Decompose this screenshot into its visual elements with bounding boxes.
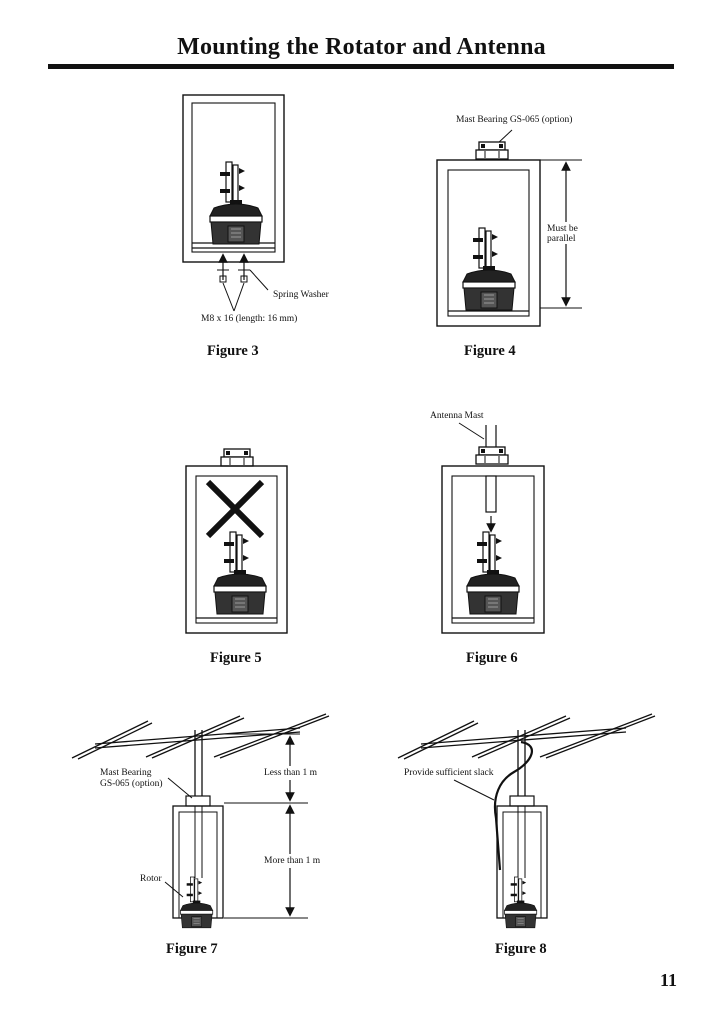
figure-7-caption: Figure 7 bbox=[166, 941, 218, 957]
page-title: Mounting the Rotator and Antenna bbox=[177, 34, 546, 60]
figure-3-drawing bbox=[182, 94, 285, 312]
mast-bearing-label: Mast Bearing GS-065 (option) bbox=[456, 115, 573, 125]
figure-6-caption: Figure 6 bbox=[466, 650, 518, 666]
figure-3-caption: Figure 3 bbox=[207, 343, 259, 359]
figure-5-drawing bbox=[185, 448, 288, 634]
bolt-size-label: M8 x 16 (length: 16 mm) bbox=[201, 314, 298, 324]
less-than-1m-label: Less than 1 m bbox=[264, 768, 318, 778]
sufficient-slack-label: Provide sufficient slack bbox=[404, 768, 494, 778]
figure-5-caption: Figure 5 bbox=[210, 650, 262, 666]
mast-bearing-label-2: GS-065 (option) bbox=[100, 779, 163, 789]
mast-bearing-label-1: Mast Bearing bbox=[100, 768, 152, 778]
figure-7-drawing bbox=[71, 713, 332, 929]
more-than-1m-label: More than 1 m bbox=[264, 856, 321, 866]
figure-8-drawing bbox=[397, 713, 656, 929]
title-rule bbox=[48, 64, 674, 69]
figure-4-drawing bbox=[436, 129, 586, 327]
antenna-mast-label: Antenna Mast bbox=[430, 411, 484, 421]
figure-8-caption: Figure 8 bbox=[495, 941, 547, 957]
spring-washer-label: Spring Washer bbox=[273, 290, 329, 300]
figure-4-caption: Figure 4 bbox=[464, 343, 516, 359]
must-be-parallel-label-1: Must be bbox=[547, 224, 578, 234]
rotor-label: Rotor bbox=[140, 874, 162, 884]
page-number: 11 bbox=[659, 970, 677, 990]
must-be-parallel-label-2: parallel bbox=[547, 234, 576, 244]
figure-6-drawing bbox=[441, 422, 545, 634]
